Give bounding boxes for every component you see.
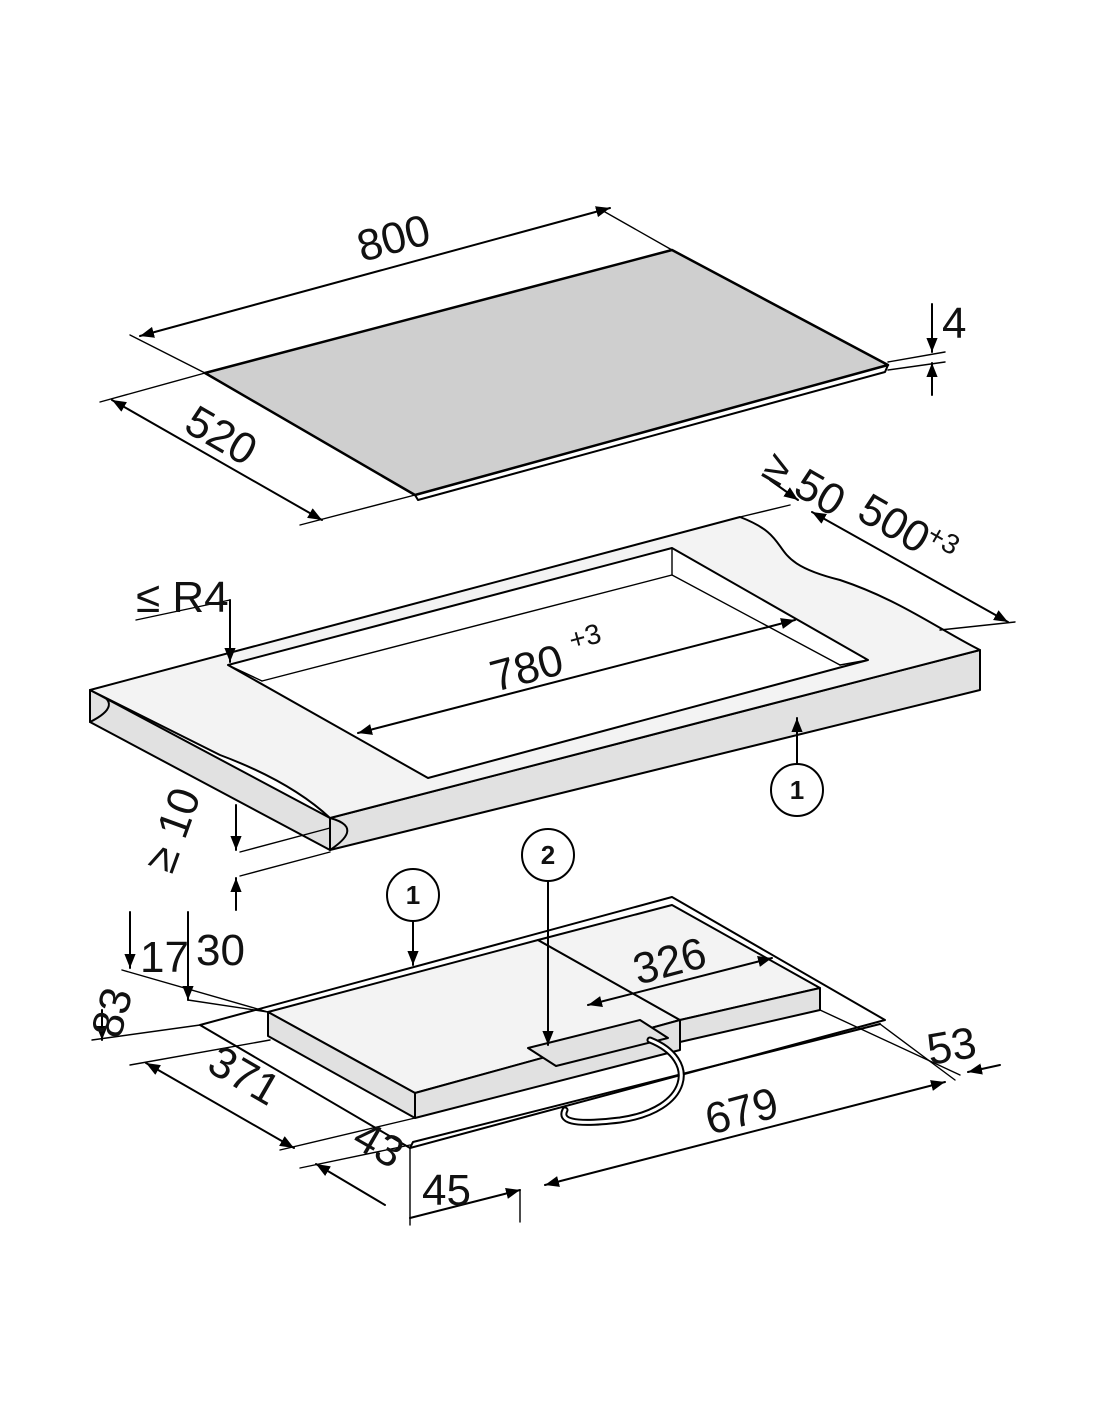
dim-500-label: 500 (850, 484, 938, 563)
dimension-30: 30 (182, 911, 269, 1013)
dim-10-label: ≥ 10 (135, 781, 210, 878)
dim-4-label: 4 (942, 299, 966, 348)
dim-800-label: 800 (352, 205, 436, 271)
dimension-4: 4 (887, 299, 966, 396)
dimension-43: 43 (299, 1111, 412, 1206)
dimension-45: 45 (409, 1147, 521, 1226)
dim-r4-label: ≤ R4 (136, 573, 229, 622)
callout-2-label: 2 (541, 840, 555, 870)
dim-50-label: ≥ 50 (755, 441, 853, 526)
dim-30-label: 30 (196, 926, 245, 975)
callout-1-worktop-label: 1 (790, 775, 804, 805)
callout-2-connection: 2 (521, 828, 575, 1046)
dimension-17: 17 (121, 911, 269, 1013)
callout-1-hob-label: 1 (406, 880, 420, 910)
hob-underside (199, 896, 886, 1149)
dimension-83: 83 (82, 983, 201, 1043)
dim-679-label: 679 (700, 1078, 784, 1144)
dim-45-label: 45 (422, 1166, 471, 1215)
dimension-50: ≥ 50 (739, 441, 853, 526)
dim-520-label: 520 (177, 396, 265, 475)
dimension-r4: ≤ R4 (135, 573, 236, 663)
dim-17-label: 17 (140, 933, 189, 982)
callout-1-hob: 1 (386, 868, 440, 966)
dimension-53: 53 (819, 1009, 1001, 1076)
dim-53-label: 53 (923, 1018, 980, 1075)
dimension-10: ≥ 10 (135, 781, 331, 911)
callout-1-worktop: 1 (770, 717, 824, 817)
